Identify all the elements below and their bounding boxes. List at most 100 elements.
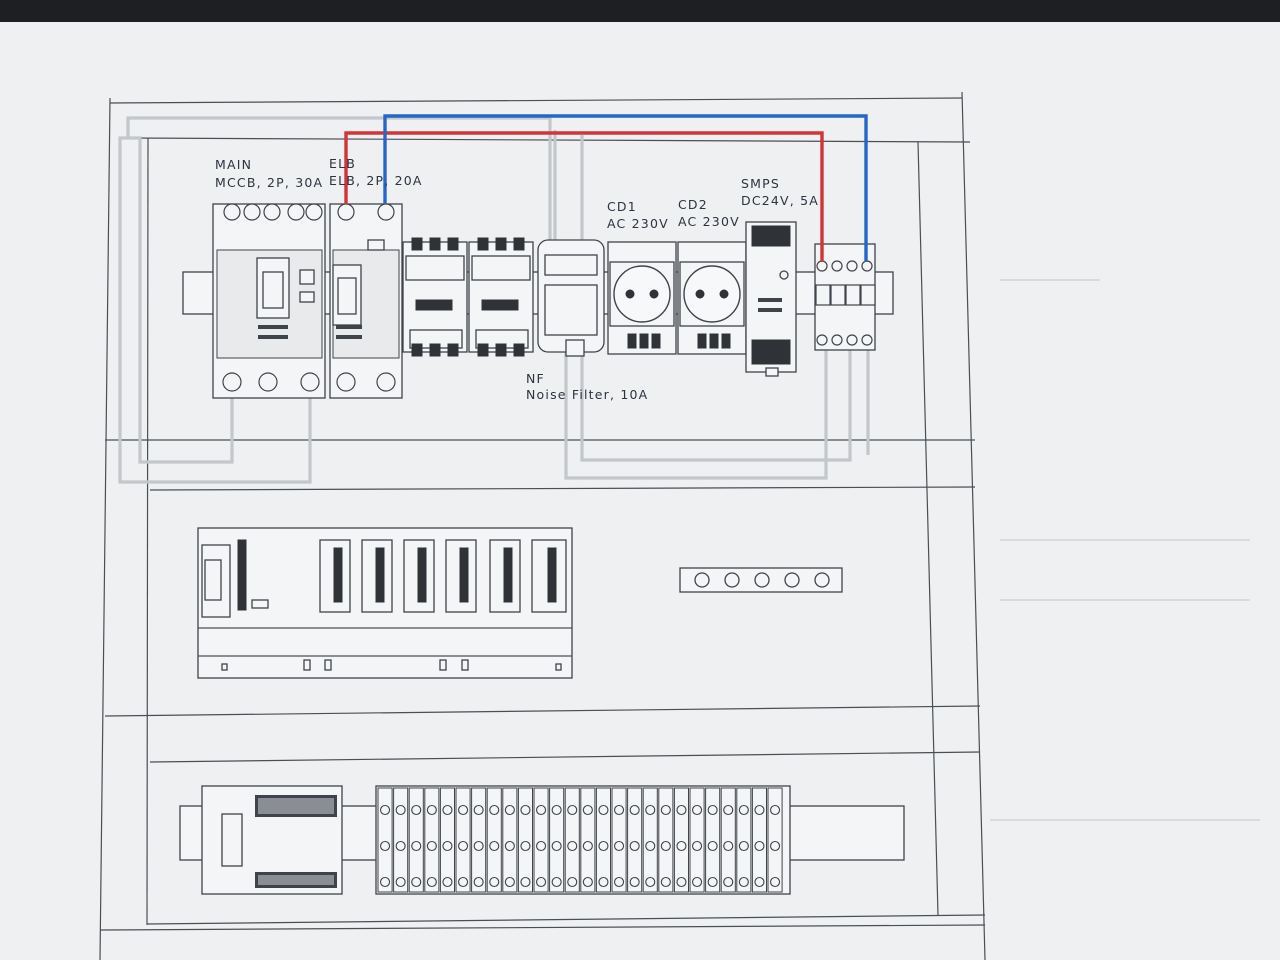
wire-neutral: [383, 114, 868, 262]
terminal-column: [549, 787, 565, 893]
terminal-screw: [473, 840, 484, 852]
terminal-screw: [489, 840, 500, 852]
terminal-column: [580, 787, 596, 893]
terminal-screw: [457, 876, 469, 888]
terminal-column: [720, 787, 736, 893]
terminal-screw: [769, 804, 781, 816]
terminal-screw: [504, 840, 515, 852]
terminal-screw: [723, 804, 734, 816]
terminal-column: [751, 787, 768, 893]
terminal-column: [689, 787, 705, 893]
noise-filter: [537, 239, 605, 357]
terminal-screw: [411, 804, 422, 816]
terminal-column: [673, 787, 690, 893]
monitor-bezel: [0, 0, 1280, 22]
terminal-column: [502, 787, 518, 893]
terminal-column: [736, 787, 752, 893]
terminal-screw: [457, 804, 469, 816]
label-cd2-title: CD2: [678, 197, 708, 212]
cd1: [607, 241, 677, 355]
label-elb-title: ELB: [329, 156, 356, 171]
terminal-screw: [489, 876, 500, 888]
background-ghost-lines: [990, 279, 1260, 821]
terminal-screw: [598, 840, 609, 852]
terminal-screw: [473, 876, 484, 888]
io-module-icon: [221, 795, 337, 888]
label-elb-spec: ELB, 2P, 20A: [329, 173, 423, 188]
terminal-block-long: [375, 785, 791, 895]
terminal-column: [564, 787, 580, 893]
terminal-screw: [395, 804, 406, 816]
plc-rack-icon: [201, 539, 567, 671]
terminal-screw: [660, 840, 671, 852]
terminal-screw: [645, 840, 656, 852]
label-main-spec: MCCB, 2P, 30A: [215, 175, 323, 190]
terminal-screw: [691, 840, 703, 852]
terminal-screw: [613, 804, 625, 816]
terminal-strip-5: [679, 567, 843, 593]
terminal-screw: [629, 804, 640, 816]
terminal-screw: [395, 876, 406, 888]
terminal-screw: [723, 876, 734, 888]
terminal-column: [471, 787, 487, 893]
gray-wiring: [118, 116, 870, 484]
terminal-screw: [629, 876, 640, 888]
terminal-screw: [754, 876, 765, 888]
label-cd2-spec: AC 230V: [678, 214, 740, 229]
terminal-screw: [738, 840, 749, 852]
socket-outlet-icon: [683, 265, 741, 323]
io-module: [201, 785, 343, 895]
terminal-screw: [660, 804, 671, 816]
elb: [329, 203, 403, 399]
earth-leakage-breaker-icon: [332, 264, 362, 326]
terminal-screw: [707, 840, 718, 852]
wire-live: [344, 131, 824, 262]
socket-outlet-icon: [613, 265, 671, 323]
terminal-screw: [442, 804, 453, 816]
cd2: [677, 241, 747, 355]
terminal-screw: [707, 876, 718, 888]
terminal-screw: [426, 840, 437, 852]
terminal-screw: [598, 804, 609, 816]
terminal-screw: [535, 840, 547, 852]
terminal-screw: [442, 840, 453, 852]
terminal-column: [424, 787, 440, 893]
terminal-block-icon: [815, 260, 876, 346]
circuit-breaker-icon: [256, 257, 290, 319]
smps: [745, 221, 797, 377]
terminal-screw: [457, 840, 469, 852]
terminal-screw: [629, 840, 640, 852]
label-nf-title: NF: [526, 371, 545, 386]
terminal-screw: [645, 876, 656, 888]
terminal-screw: [582, 804, 593, 816]
terminal-screw: [504, 804, 515, 816]
label-cd1-title: CD1: [607, 199, 637, 214]
terminal-screw: [551, 876, 562, 888]
terminal-column: [486, 787, 502, 893]
terminal-screw: [520, 876, 531, 888]
terminal-column: [439, 787, 455, 893]
terminal-screw: [613, 840, 625, 852]
label-main-title: MAIN: [215, 157, 252, 172]
terminal-screw: [676, 840, 687, 852]
noise-filter-icon: [544, 254, 598, 336]
terminal-column: [393, 787, 409, 893]
terminal-column: [642, 787, 658, 893]
label-cd1-spec: AC 230V: [607, 216, 669, 231]
terminal-screw: [535, 876, 547, 888]
panel-frame: [99, 91, 986, 960]
terminal-column: [533, 787, 549, 893]
terminal-screw: [395, 840, 406, 852]
terminal-screw: [676, 804, 687, 816]
terminal-screw: [411, 876, 422, 888]
terminal-screw: [582, 876, 593, 888]
contactor-icon: [477, 237, 525, 357]
terminal-screw: [723, 840, 734, 852]
terminal-screw: [598, 876, 609, 888]
main-mccb: [212, 203, 326, 399]
terminal-screw: [567, 876, 578, 888]
power-supply-icon: [751, 225, 791, 365]
terminal-screw: [489, 804, 500, 816]
